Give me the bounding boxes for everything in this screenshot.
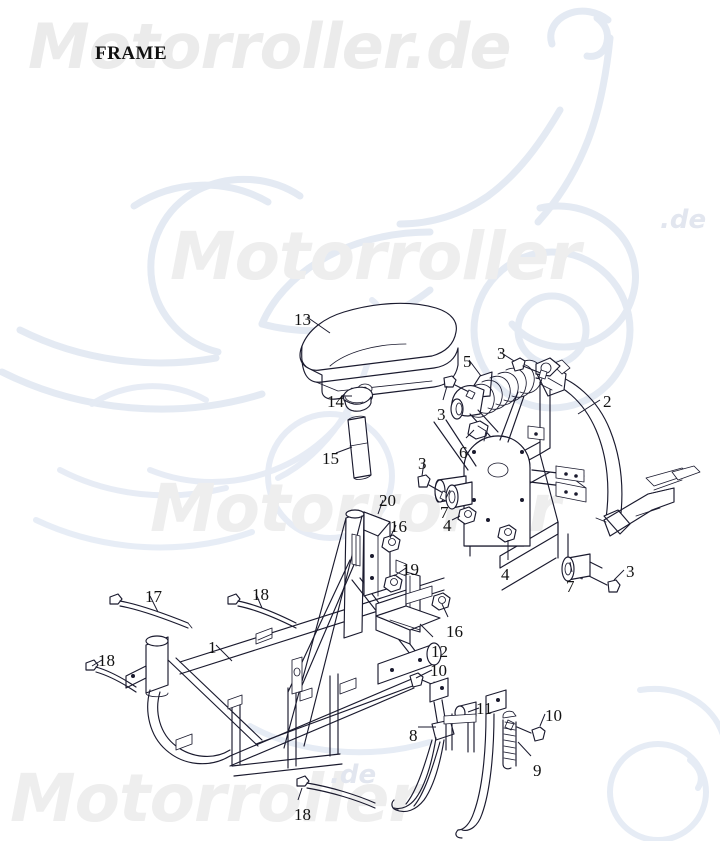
- part-shock-absorber: [450, 357, 561, 437]
- callout-number-center-stand-bracket[interactable]: 11: [476, 699, 493, 718]
- fastener-nut-4b: [497, 524, 517, 543]
- callout-number-nut[interactable]: 4: [443, 516, 452, 535]
- callout-number-swingarm[interactable]: 2: [603, 392, 612, 411]
- callout-number-bolt[interactable]: 10: [430, 661, 447, 680]
- callout-number-mount-bracket[interactable]: 20: [379, 491, 396, 510]
- callout-number-shock-absorber[interactable]: 5: [463, 352, 472, 371]
- fastener-nut-19: [383, 574, 403, 593]
- part-cable-tie-18a: [227, 593, 297, 629]
- callout-number-seat[interactable]: 13: [294, 310, 311, 329]
- part-cable-tie-17: [109, 593, 193, 629]
- callout-number-cable-tie[interactable]: 18: [252, 585, 269, 604]
- callout-number-bushing[interactable]: 7: [566, 577, 575, 596]
- callout-number-battery-tray[interactable]: 12: [431, 642, 448, 661]
- callout-number-main-frame[interactable]: 1: [208, 638, 217, 657]
- callout-number-cable-tie[interactable]: 18: [294, 805, 311, 824]
- callout-number-seat-post[interactable]: 15: [322, 449, 339, 468]
- part-cable-tie-18c: [296, 775, 376, 809]
- callout-number-nut[interactable]: 16: [390, 517, 407, 536]
- part-seat: [299, 302, 459, 402]
- callout-number-nut[interactable]: 16: [446, 622, 463, 641]
- callout-number-nut[interactable]: 6: [459, 443, 468, 462]
- part-center-stand-11: [405, 689, 507, 839]
- fastener-nut-6: [467, 420, 489, 442]
- callout-number-bolt[interactable]: 3: [497, 344, 506, 363]
- callout-number-cable-tie[interactable]: 17: [145, 587, 162, 606]
- callout-number-bolt[interactable]: 3: [418, 454, 427, 473]
- fastener-nut-16a: [381, 534, 401, 553]
- callout-number-bolt[interactable]: 10: [545, 706, 562, 725]
- callout-number-bushing[interactable]: 7: [440, 503, 449, 522]
- fastener-bolt-10b: [504, 719, 546, 742]
- fastener-bolt-3a: [511, 357, 548, 380]
- callout-number-bolt[interactable]: 3: [626, 562, 635, 581]
- part-cable-tie-18b: [85, 659, 137, 693]
- part-main-frame: [125, 509, 445, 777]
- callout-number-spring[interactable]: 9: [533, 761, 542, 780]
- callout-number-rubber-grommet[interactable]: 14: [327, 392, 344, 411]
- callout-number-nut[interactable]: 19: [402, 560, 419, 579]
- part-seat-post: [347, 415, 372, 480]
- part-spring-9: [502, 710, 517, 770]
- part-side-stand-8: [391, 677, 455, 813]
- callout-number-nut[interactable]: 4: [501, 565, 510, 584]
- callout-number-side-stand[interactable]: 8: [409, 726, 418, 745]
- part-bushing-7b: [561, 553, 603, 582]
- part-bushing-7a: [445, 481, 473, 510]
- fastener-nut-16b: [431, 592, 451, 611]
- part-battery-tray-12: [375, 559, 441, 645]
- callout-number-cable-tie[interactable]: 18: [98, 651, 115, 670]
- page-title: FRAME: [95, 43, 168, 64]
- part-grommet: [342, 386, 374, 412]
- callout-number-bolt[interactable]: 3: [437, 405, 446, 424]
- fastener-nut-4a: [457, 506, 477, 525]
- fastener-bolt-3b: [443, 375, 476, 400]
- part-mount-bracket-20: [351, 511, 391, 597]
